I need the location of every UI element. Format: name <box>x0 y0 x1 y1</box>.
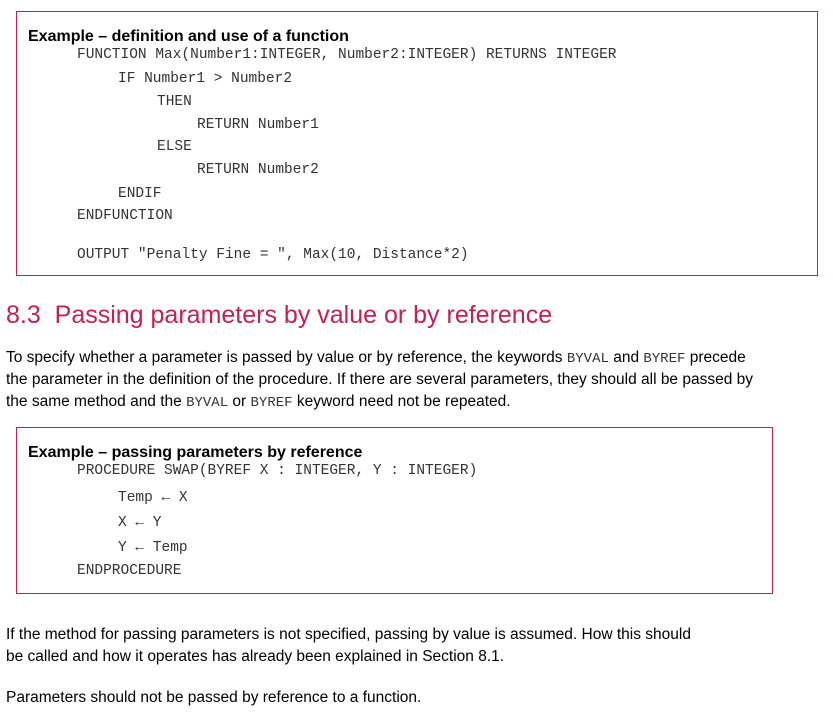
keyword-byref: BYREF <box>643 351 686 367</box>
paragraph-line: If the method for passing parameters is … <box>6 626 691 643</box>
text-run: and <box>608 349 644 366</box>
code-line: OUTPUT "Penalty Fine = ", Max(10, Distan… <box>77 247 469 263</box>
text-run: precede <box>685 349 746 366</box>
code-line: ENDPROCEDURE <box>77 563 182 579</box>
text-run: To specify whether a parameter is passed… <box>6 349 567 366</box>
text-run: or <box>228 393 251 410</box>
paragraph-line: the parameter in the definition of the p… <box>6 371 754 388</box>
paragraph-line: be called and how it operates has alread… <box>6 648 505 665</box>
code-line: PROCEDURE SWAP(BYREF X : INTEGER, Y : IN… <box>77 463 478 479</box>
example-byref-title: Example – passing parameters by referenc… <box>28 444 363 461</box>
code-line: ELSE <box>157 139 192 155</box>
code-line: X ← Y <box>118 515 162 531</box>
code-line: RETURN Number2 <box>197 162 319 178</box>
paragraph-line: Parameters should not be passed by refer… <box>6 689 422 706</box>
code-line: RETURN Number1 <box>197 117 319 133</box>
example-byref-box <box>16 427 773 594</box>
keyword-byval: BYVAL <box>566 351 609 367</box>
paragraph-line: the same method and the BYVAL or BYREF k… <box>6 391 511 414</box>
keyword-byref: BYREF <box>250 395 293 411</box>
text-run: the same method and the <box>6 393 187 410</box>
example-function-title: Example – definition and use of a functi… <box>28 28 349 45</box>
code-line: FUNCTION Max(Number1:INTEGER, Number2:IN… <box>77 47 617 63</box>
section-heading: 8.3 Passing parameters by value or by re… <box>6 301 553 329</box>
code-line: ENDFUNCTION <box>77 208 173 224</box>
paragraph-line: To specify whether a parameter is passed… <box>6 347 746 370</box>
code-line: THEN <box>157 94 192 110</box>
text-run: keyword need not be repeated. <box>292 393 511 410</box>
code-line: Temp ← X <box>118 490 188 506</box>
code-line: IF Number1 > Number2 <box>118 71 293 87</box>
code-line: Y ← Temp <box>118 540 188 556</box>
code-line: ENDIF <box>118 186 162 202</box>
keyword-byval: BYVAL <box>186 395 229 411</box>
example-function-box <box>16 11 818 276</box>
